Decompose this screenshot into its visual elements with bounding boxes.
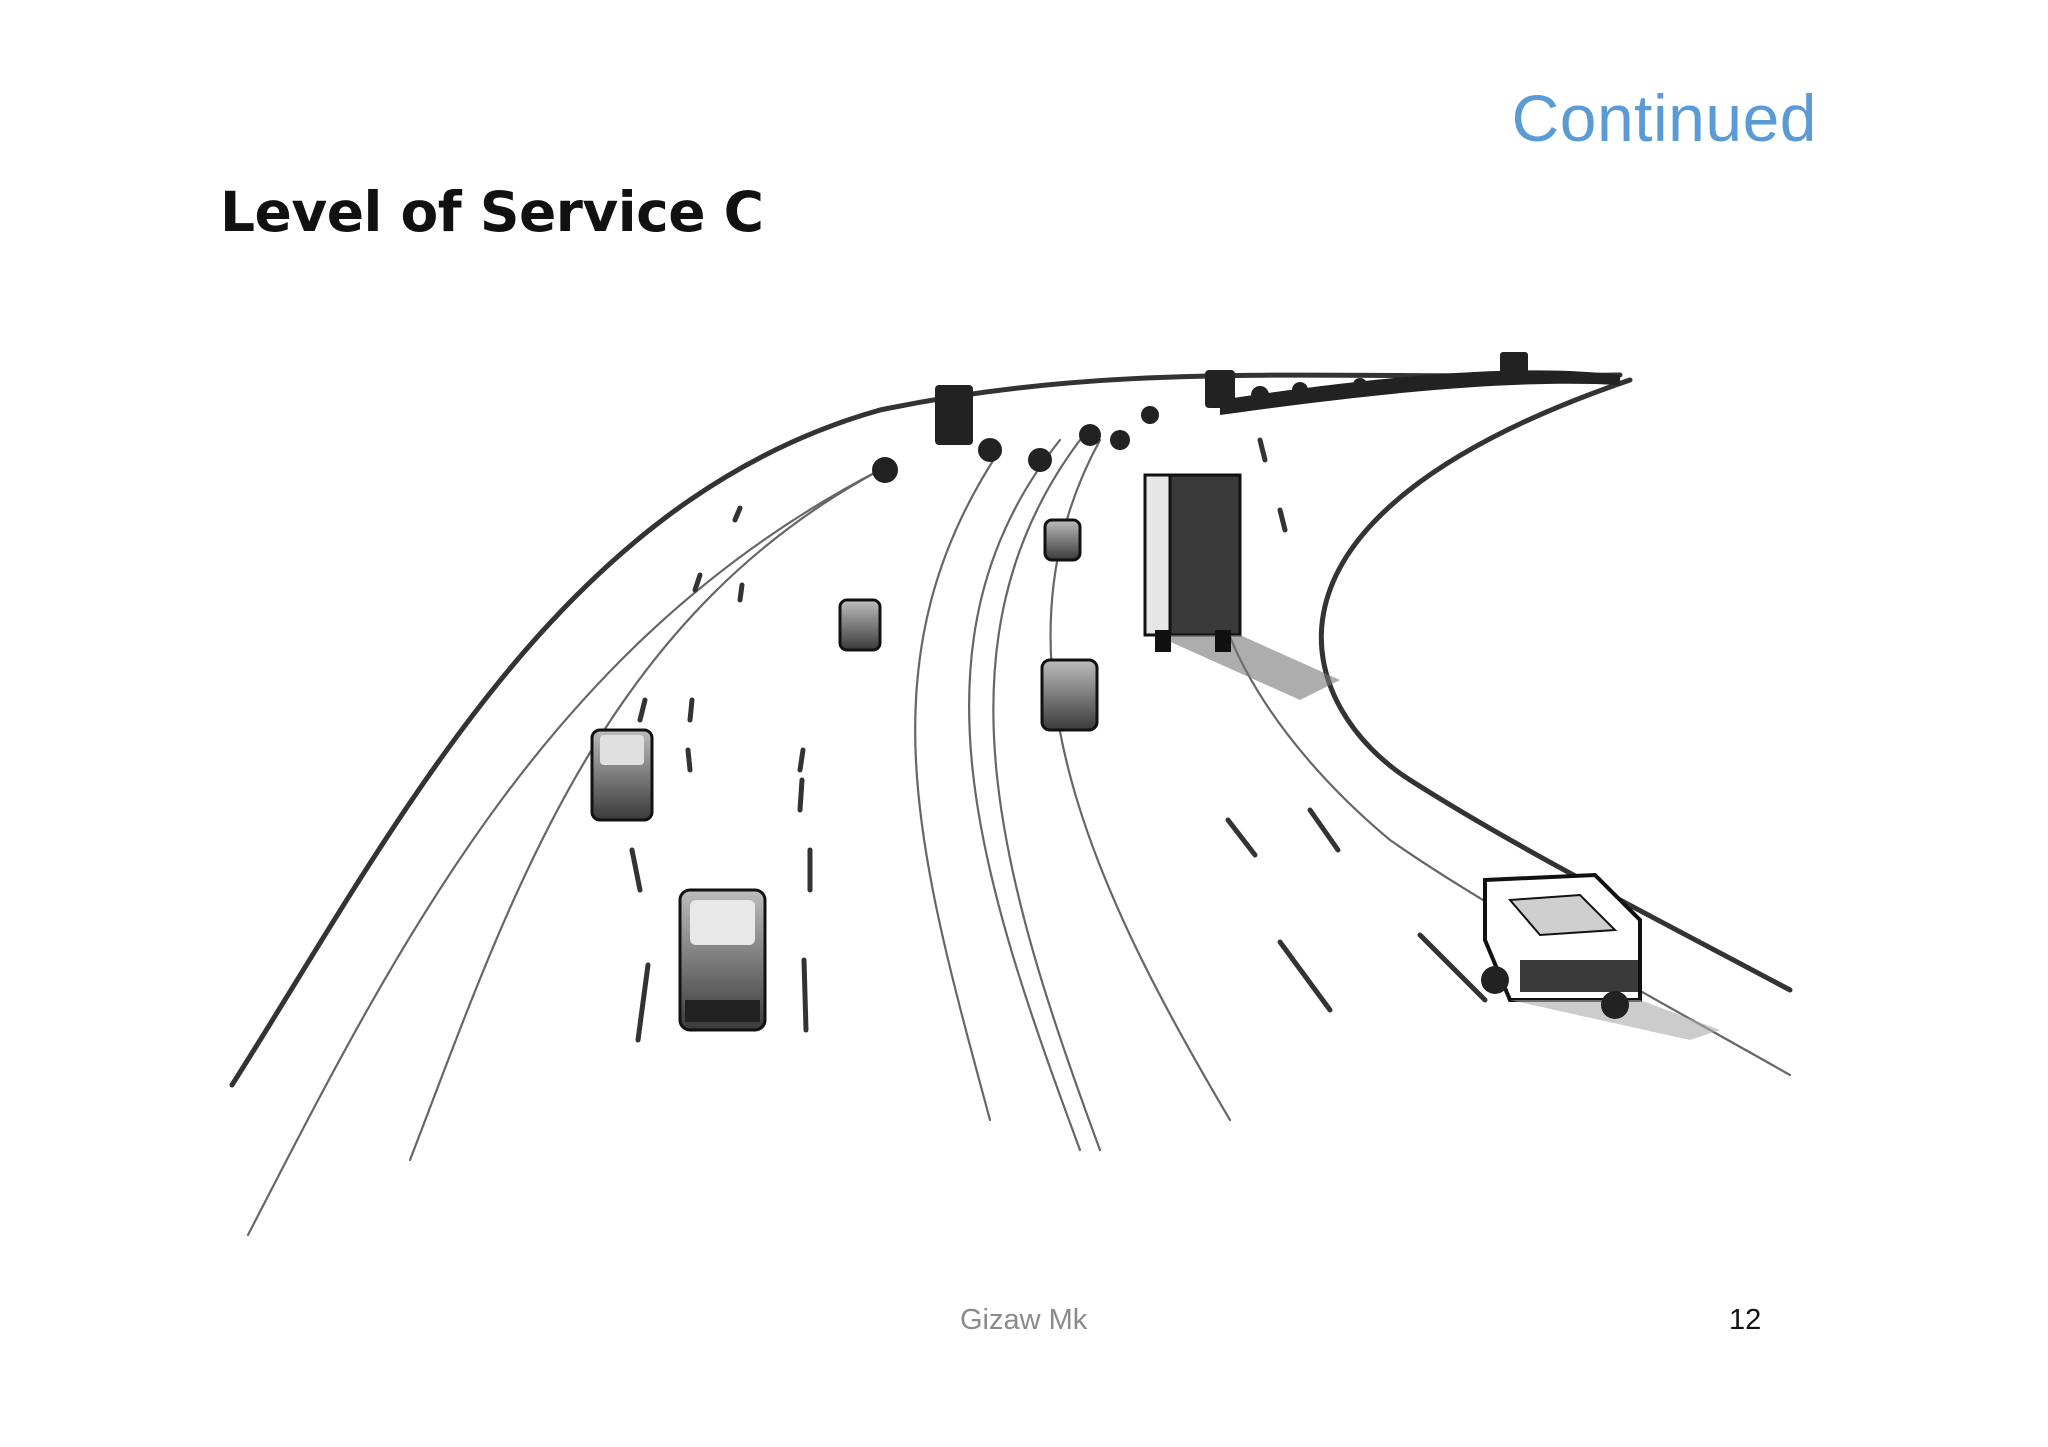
highway-traffic-illustration [229, 352, 1793, 1237]
road-edges [229, 372, 1793, 1237]
car-mid-1 [1040, 658, 1099, 732]
distant-traffic [872, 352, 1620, 483]
car-far-2 [1043, 518, 1082, 562]
footer-author: Gizaw Mk [960, 1304, 1088, 1336]
page-number: 12 [1729, 1304, 1762, 1336]
car-far-1 [838, 598, 882, 652]
slide-title: Continued [1511, 81, 1817, 155]
car-near-left [678, 888, 767, 1032]
car-mid-2 [590, 728, 654, 822]
car-near-right [1481, 872, 1720, 1040]
lane-markings [629, 437, 1488, 1043]
truck [1143, 473, 1340, 700]
slide-subtitle: Level of Service C [220, 180, 764, 244]
